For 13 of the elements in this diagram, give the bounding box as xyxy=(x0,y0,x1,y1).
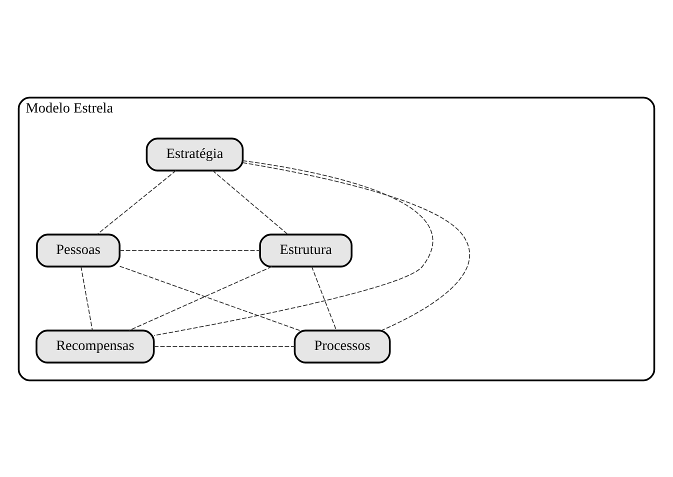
connector xyxy=(80,266,93,330)
connector xyxy=(96,170,176,234)
node-box: Estratégia xyxy=(146,137,244,171)
node-box: Recompensas xyxy=(36,329,155,363)
node-box: Pessoas xyxy=(36,233,120,267)
node-box: Processos xyxy=(294,329,391,363)
connector xyxy=(153,160,433,336)
node-box: Estrutura xyxy=(259,233,352,267)
connector xyxy=(119,265,300,330)
connector xyxy=(128,266,272,330)
connector xyxy=(242,162,470,330)
connector xyxy=(212,170,288,234)
connector xyxy=(311,266,337,330)
